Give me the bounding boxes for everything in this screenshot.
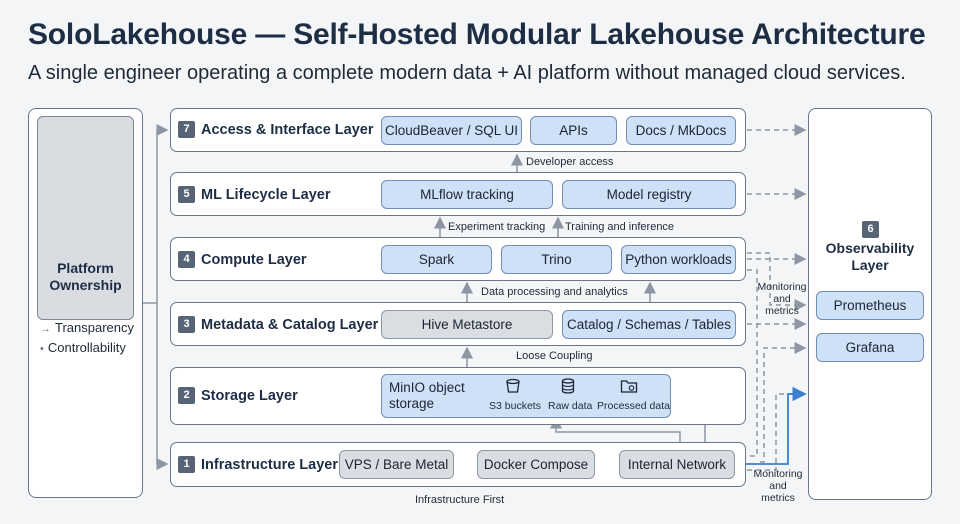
layer-number-badge: 2 (178, 387, 195, 404)
minio-label-line2: storage (389, 396, 435, 411)
data-processing-label: Data processing and analytics (481, 286, 628, 298)
monitoring-line: and (773, 293, 791, 305)
layer-number-badge: 5 (178, 186, 195, 203)
trino-chip[interactable]: Trino (501, 245, 612, 274)
ownership-title-line2: Ownership (49, 277, 122, 293)
storage-layer-title: 2 Storage Layer (178, 387, 298, 404)
ownership-bullet: •Controllability (40, 340, 126, 355)
processed-data-label: Processed data (597, 400, 670, 412)
training-inference-label: Training and inference (565, 221, 675, 233)
monitoring-metrics-label-bottom: Monitoring and metrics (751, 468, 805, 504)
bullet-label: Controllability (47, 340, 126, 355)
ownership-title-line1: Platform (57, 260, 114, 276)
docker-compose-chip[interactable]: Docker Compose (477, 450, 595, 479)
infrastructure-first-label: Infrastructure First (415, 494, 505, 506)
page-subtitle: A single engineer operating a complete m… (28, 62, 906, 84)
layer-title-label: Access & Interface Layer (201, 121, 374, 138)
s3-buckets-label: S3 buckets (489, 400, 541, 412)
layer-title-label: Metadata & Catalog Layer (201, 316, 379, 333)
cloudbeaver-chip[interactable]: CloudBeaver / SQL UI (381, 116, 522, 145)
loose-coupling-label: Loose Coupling (516, 350, 593, 362)
ownership-title: Platform Ownership (37, 260, 134, 294)
layer-number-badge: 3 (178, 316, 195, 333)
developer-access-label: Developer access (526, 156, 614, 168)
monitoring-line: and metrics (761, 480, 795, 504)
monitoring-line: Monitoring (757, 281, 807, 293)
observability-title: Observability Layer (808, 240, 932, 274)
ml-layer-title: 5 ML Lifecycle Layer (178, 186, 331, 203)
folder-gear-icon (620, 378, 638, 399)
layer-number-badge: 4 (178, 251, 195, 268)
metadata-layer-title: 3 Metadata & Catalog Layer (178, 316, 378, 333)
hive-metastore-chip[interactable]: Hive Metastore (381, 310, 553, 339)
minio-label: MinIO object storage (389, 380, 465, 412)
layer-title-label: ML Lifecycle Layer (201, 186, 331, 203)
layer-number-badge: 1 (178, 456, 195, 473)
experiment-tracking-label: Experiment tracking (448, 221, 546, 233)
monitoring-line: Monitoring (753, 468, 803, 480)
infrastructure-layer-title: 1 Infrastructure Layer (178, 456, 338, 473)
bullet-label: Transparency (55, 320, 134, 335)
model-registry-chip[interactable]: Model registry (562, 180, 736, 209)
monitoring-line: metrics (765, 305, 799, 317)
layer-title-label: Compute Layer (201, 251, 307, 268)
spark-chip[interactable]: Spark (381, 245, 492, 274)
observability-title-line1: Observability (825, 240, 915, 256)
raw-data-label: Raw data (548, 400, 593, 412)
layer-title-label: Storage Layer (201, 387, 298, 404)
ownership-bullet: → Transparency (40, 320, 134, 335)
bucket-icon (505, 378, 521, 399)
observability-title-line2: Layer (851, 257, 889, 273)
ownership-box (37, 116, 134, 320)
python-workloads-chip[interactable]: Python workloads (621, 245, 736, 274)
apis-chip[interactable]: APIs (530, 116, 617, 145)
arrow-icon: → (40, 323, 51, 335)
page-title: SoloLakehouse — Self-Hosted Modular Lake… (28, 18, 926, 51)
observability-number: 6 (862, 219, 879, 238)
access-layer-title: 7 Access & Interface Layer (178, 121, 374, 138)
internal-network-chip[interactable]: Internal Network (619, 450, 735, 479)
layer-title-label: Infrastructure Layer (201, 456, 338, 473)
dot-icon: • (40, 343, 44, 355)
minio-label-line1: MinIO object (389, 380, 465, 395)
compute-layer-title: 4 Compute Layer (178, 251, 307, 268)
grafana-chip[interactable]: Grafana (816, 333, 924, 362)
prometheus-chip[interactable]: Prometheus (816, 291, 924, 320)
layer-number-badge: 7 (178, 121, 195, 138)
database-icon (560, 378, 576, 399)
vps-chip[interactable]: VPS / Bare Metal (339, 450, 454, 479)
catalog-chip[interactable]: Catalog / Schemas / Tables (562, 310, 736, 339)
docs-chip[interactable]: Docs / MkDocs (626, 116, 736, 145)
monitoring-metrics-label: Monitoring and metrics (757, 281, 807, 317)
mlflow-chip[interactable]: MLflow tracking (381, 180, 553, 209)
layer-number-badge: 6 (862, 221, 879, 238)
